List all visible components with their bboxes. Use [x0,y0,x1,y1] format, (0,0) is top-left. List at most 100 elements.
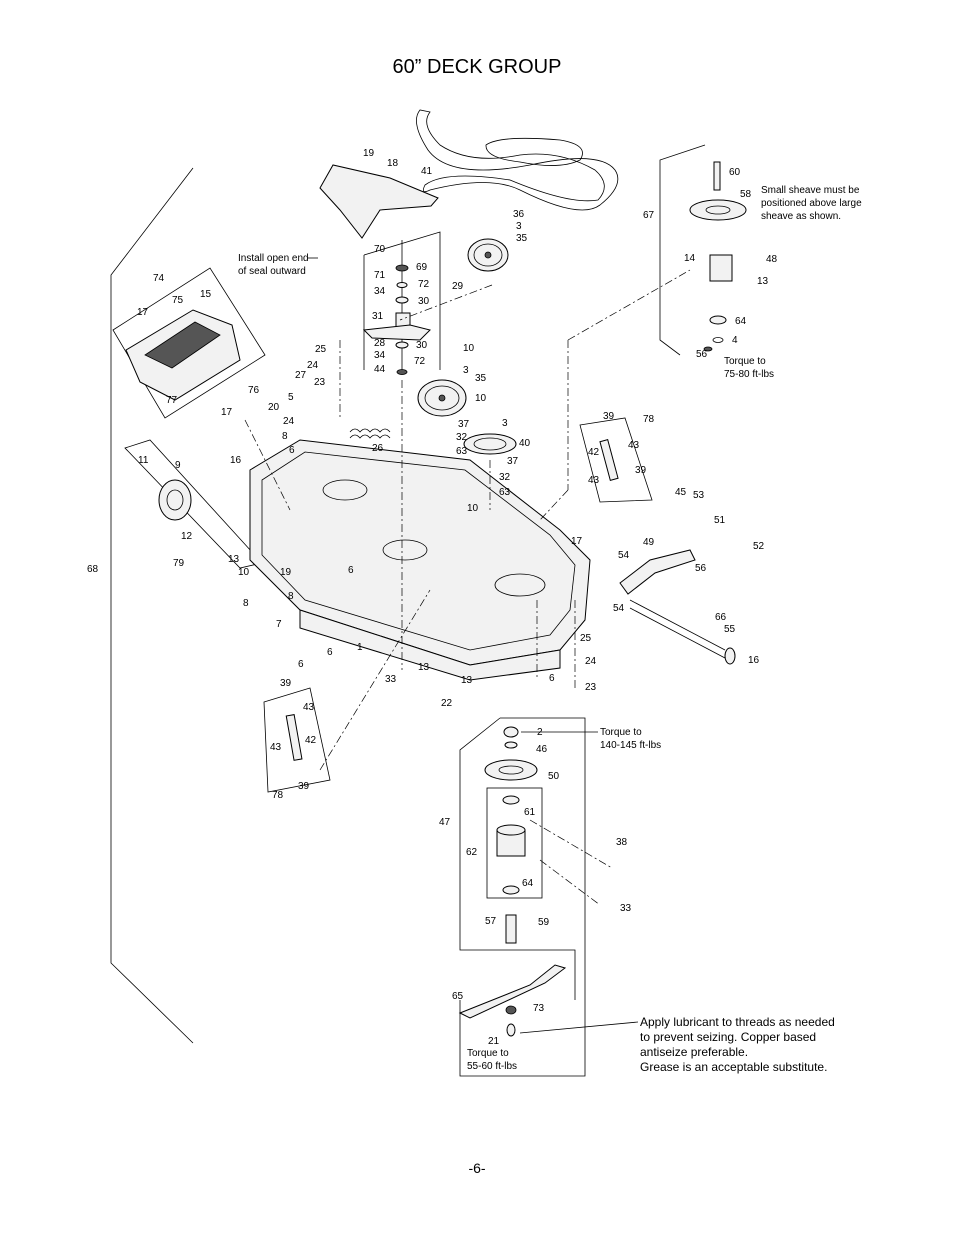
callout: 54 [618,550,630,561]
callout: 20 [268,402,280,413]
pulley-35-mid [417,379,467,417]
callout: 9 [175,460,181,471]
page-title: 60” DECK GROUP [392,56,562,78]
callout: 35 [516,233,528,244]
callout: 3 [463,365,469,376]
callout: 73 [533,1003,545,1014]
callout: 6 [549,673,555,684]
callout: 64 [735,316,747,327]
note-sheave-2: positioned above large [761,198,862,209]
callout: 63 [499,487,511,498]
callout: 25 [315,344,327,355]
callout: 8 [282,431,288,442]
callout: 77 [166,395,178,406]
note-seal-2: of seal outward [238,266,306,277]
callout: 11 [138,455,149,466]
callout: 24 [283,416,295,427]
pulley-40 [463,433,517,455]
page-number: -6- [468,1160,486,1176]
callout: 50 [548,771,560,782]
guard-box-74 [112,267,266,419]
callout: 56 [695,563,707,574]
leader-lines [307,257,639,1034]
callout: 21 [488,1036,500,1047]
callout: 22 [441,698,453,709]
callout: 58 [740,189,752,200]
callout: 13 [757,276,769,287]
callout: 65 [452,991,464,1002]
callout: 78 [643,414,655,425]
callout: 18 [387,158,399,169]
callout: 52 [753,541,765,552]
callout: 10 [463,343,475,354]
note-torque55-2: 55-60 ft-lbs [467,1061,517,1072]
callout: 43 [303,702,315,713]
callout: 24 [307,360,319,371]
callout: 47 [439,817,451,828]
callout: 33 [620,903,632,914]
note-torque140-1: Torque to [600,727,642,738]
callout: 63 [456,446,468,457]
callout: 71 [374,270,386,281]
callout: 40 [519,438,531,449]
callout: 24 [585,656,597,667]
callout: 53 [693,490,705,501]
callout: 48 [766,254,778,265]
callout: 8 [288,591,294,602]
callout: 59 [538,917,550,928]
callout: 30 [416,340,428,351]
callout: 13 [461,675,473,686]
callout: 23 [314,377,326,388]
callout: 43 [628,440,640,451]
callout: 39 [635,465,647,476]
callout: 16 [230,455,242,466]
note-seal-1: Install open end [238,253,309,264]
callout: 70 [374,244,386,255]
callout: 6 [348,565,354,576]
callout: 41 [421,166,433,177]
callout: 42 [305,735,317,746]
callout: 35 [475,373,487,384]
note-torque55-1: Torque to [467,1048,509,1059]
callout: 43 [588,475,600,486]
callout: 64 [522,878,534,889]
callout: 36 [513,209,525,220]
callout: 17 [137,307,149,318]
note-torque75-2: 75-80 ft-lbs [724,369,774,380]
callout: 68 [87,564,99,575]
note-lubricant-1: Apply lubricant to threads as needed [640,1015,835,1029]
callout: 74 [153,273,165,284]
belt-41 [416,109,619,211]
callout: 29 [452,281,464,292]
note-sheave-1: Small sheave must be [761,185,860,196]
callout: 15 [200,289,212,300]
bracket-68 [110,167,194,1044]
centerlines [244,269,691,906]
callout: 51 [714,515,726,526]
note-sheave-3: sheave as shown. [761,211,841,222]
callout: 14 [684,253,696,264]
deck-1 [249,439,591,681]
callout: 76 [248,385,260,396]
callout: 37 [507,456,519,467]
callout: 2 [537,727,543,738]
callout: 10 [475,393,487,404]
note-lubricant-2: to prevent seizing. Copper based [640,1030,816,1044]
callout: 4 [732,335,738,346]
callout: 17 [221,407,233,418]
callout: 28 [374,338,386,349]
bracket-78-right [579,417,653,503]
callout: 6 [327,647,333,658]
callout: 27 [295,370,307,381]
callout: 39 [280,678,292,689]
callout: 3 [516,221,522,232]
callout: 8 [243,598,249,609]
callout: 13 [228,554,240,565]
callout: 26 [372,443,384,454]
callout: 10 [238,567,250,578]
callout: 5 [288,392,294,403]
callout: 62 [466,847,478,858]
note-lubricant-4: Grease is an acceptable substitute. [640,1060,827,1074]
